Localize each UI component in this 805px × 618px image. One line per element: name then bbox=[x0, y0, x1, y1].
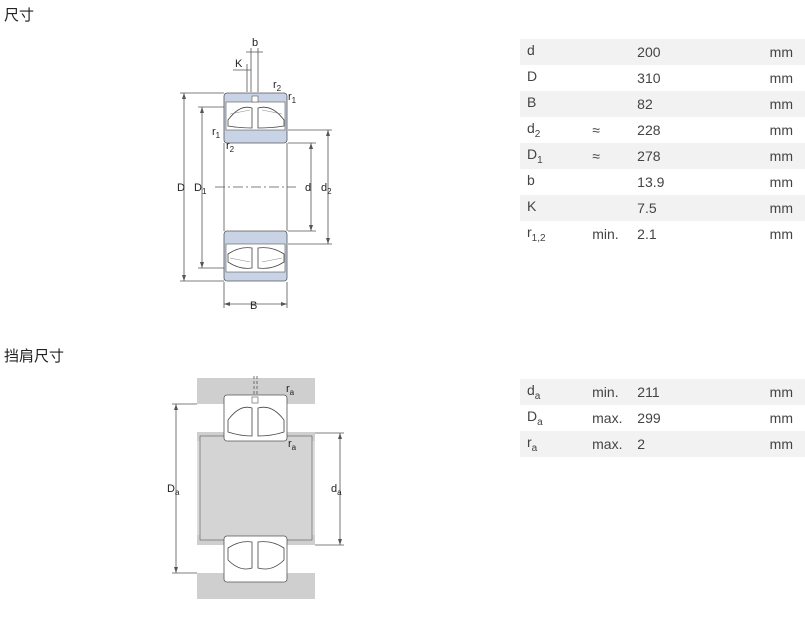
row-qualifier bbox=[592, 65, 637, 91]
label-K: K bbox=[235, 58, 243, 70]
section-title-abutment: 挡肩尺寸 bbox=[4, 347, 65, 365]
table-row: B 82 mm bbox=[520, 91, 805, 117]
label-r2-top: r2 bbox=[273, 79, 282, 93]
row-value: 299 bbox=[637, 410, 661, 426]
row-qualifier bbox=[592, 169, 637, 195]
row-value: 310 bbox=[637, 70, 661, 86]
label-b: b bbox=[252, 37, 258, 49]
table-row: D1 ≈ 278 mm bbox=[520, 143, 805, 169]
row-unit: mm bbox=[769, 174, 793, 190]
table-row: D 310 mm bbox=[520, 65, 805, 91]
abutment-bearing-top bbox=[223, 394, 288, 442]
row-qualifier: max. bbox=[592, 431, 638, 457]
row-symbol: K bbox=[520, 195, 593, 221]
abutment-dimension-drawing: ra ra Da da bbox=[167, 376, 344, 599]
row-qualifier bbox=[592, 91, 638, 117]
label-D1: D1 bbox=[194, 182, 207, 196]
label-B: B bbox=[250, 300, 257, 312]
row-unit: mm bbox=[769, 226, 793, 242]
row-value: 13.9 bbox=[637, 174, 665, 190]
row-symbol: Da bbox=[527, 408, 543, 428]
row-symbol: D1 bbox=[520, 143, 593, 169]
row-qualifier: ≈ bbox=[592, 143, 638, 169]
table-row: b 13.9 mm bbox=[520, 169, 805, 195]
row-value: 82 bbox=[637, 91, 754, 117]
row-unit: mm bbox=[769, 122, 793, 138]
row-unit: mm bbox=[753, 91, 805, 117]
label-da: da bbox=[331, 483, 342, 497]
table-row: da min. 211 mm bbox=[520, 379, 805, 405]
row-value: 7.5 bbox=[637, 195, 754, 221]
row-unit: mm bbox=[769, 410, 793, 426]
row-symbol: da bbox=[520, 379, 593, 405]
bearing-dimension-drawing: b K r2 r1 r1 r2 D D1 d d2 B bbox=[177, 37, 332, 312]
row-unit: mm bbox=[753, 39, 805, 65]
row-value: 2.1 bbox=[637, 226, 657, 242]
row-value: 278 bbox=[637, 143, 754, 169]
table-row: Da max. 299 mm bbox=[520, 405, 805, 431]
row-value: 2 bbox=[637, 431, 754, 457]
row-symbol: b bbox=[527, 172, 535, 188]
row-unit: mm bbox=[753, 143, 805, 169]
abutment-bearing-bottom bbox=[223, 535, 288, 583]
label-D: D bbox=[177, 182, 185, 194]
row-unit: mm bbox=[753, 195, 805, 221]
row-unit: mm bbox=[769, 70, 793, 86]
row-qualifier: max. bbox=[592, 410, 623, 426]
label-r2-left: r2 bbox=[226, 140, 235, 154]
row-symbol: d bbox=[520, 39, 593, 65]
row-value: 211 bbox=[637, 379, 754, 405]
row-value: 228 bbox=[637, 122, 661, 138]
table-row: K 7.5 mm bbox=[520, 195, 805, 221]
row-symbol: r1,2 bbox=[527, 224, 546, 244]
row-value: 200 bbox=[637, 39, 754, 65]
abutment-table: da min. 211 mm Da max. 299 mm ra max. 2 … bbox=[520, 379, 805, 457]
label-d2: d2 bbox=[321, 182, 332, 196]
row-symbol: B bbox=[520, 91, 593, 117]
section-title-dimensions: 尺寸 bbox=[4, 6, 35, 24]
row-qualifier bbox=[592, 39, 638, 65]
row-qualifier bbox=[592, 195, 638, 221]
label-r1-left: r1 bbox=[212, 126, 221, 140]
label-ra-top: ra bbox=[286, 383, 295, 397]
row-symbol: ra bbox=[520, 431, 593, 457]
label-Da: Da bbox=[167, 483, 180, 497]
bearing-section-bottom bbox=[223, 230, 288, 282]
label-r1-top: r1 bbox=[288, 91, 297, 105]
row-qualifier: min. bbox=[592, 226, 619, 242]
row-qualifier: min. bbox=[592, 379, 638, 405]
row-symbol: D bbox=[527, 68, 538, 84]
label-ra-mid: ra bbox=[288, 438, 297, 452]
row-qualifier: ≈ bbox=[592, 122, 600, 138]
table-row: ra max. 2 mm bbox=[520, 431, 805, 457]
dimensions-table: d 200 mm D 310 mm B 82 mm d2 ≈ 228 mm D1… bbox=[520, 39, 805, 247]
label-d: d bbox=[305, 182, 311, 194]
row-unit: mm bbox=[753, 431, 805, 457]
table-row: d 200 mm bbox=[520, 39, 805, 65]
bearing-section-top bbox=[223, 92, 288, 144]
table-row: r1,2 min. 2.1 mm bbox=[520, 221, 805, 247]
table-row: d2 ≈ 228 mm bbox=[520, 117, 805, 143]
row-unit: mm bbox=[753, 379, 805, 405]
row-symbol: d2 bbox=[527, 120, 541, 140]
